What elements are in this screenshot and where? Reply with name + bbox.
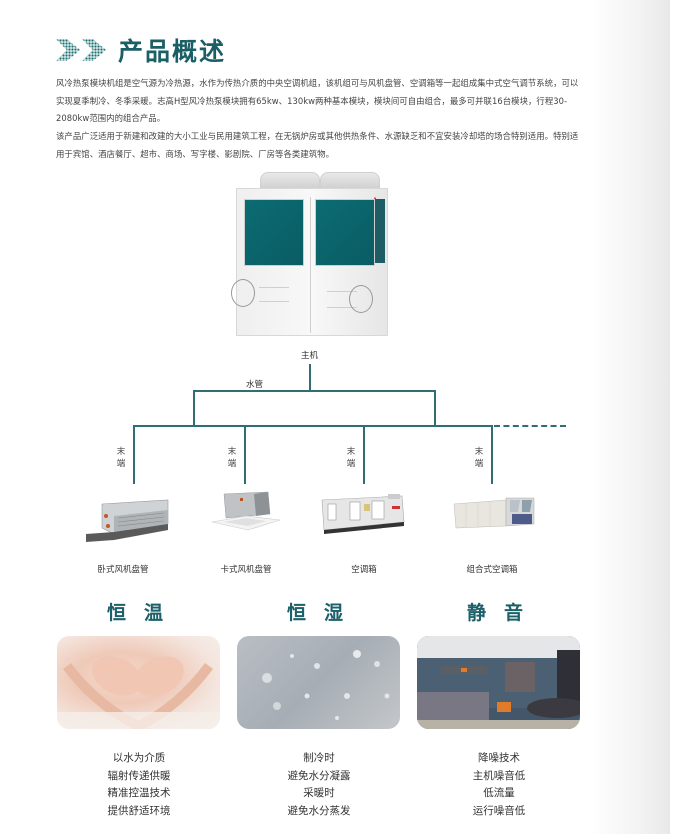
unit-body: ▲ xyxy=(231,188,388,336)
pipe-upper-left-drop xyxy=(193,390,195,427)
feature-description-1: 以水为介质 辐射传递供暖 精准控温技术 提供舒适环境 xyxy=(59,750,219,820)
feature-line: 降噪技术 xyxy=(478,752,520,764)
terminal-label-4: 末端 xyxy=(474,447,484,469)
panel-arc xyxy=(349,285,373,313)
terminal-drop-3 xyxy=(363,425,365,484)
terminal-drop-4 xyxy=(491,425,493,484)
coil-panel-right xyxy=(315,199,375,266)
intro-paragraph-2: 该产品广泛适用于新建和改建的大小工业与民用建筑工程，在无锅炉房或其他供热条件、水… xyxy=(56,131,579,159)
feature-description-2: 制冷时 避免水分凝露 采暖时 避免水分蒸发 xyxy=(239,750,399,820)
ducted-fan-coil-image xyxy=(86,499,169,542)
pipe-stem xyxy=(309,364,311,392)
feature-title-quiet: 静音 xyxy=(467,602,542,624)
cassette-fan-coil-image xyxy=(211,491,281,531)
intro-paragraph-1: 风冷热泵模块机组是空气源为冷热源，水作为传热介质的中央空调机组，该机组可与风机盘… xyxy=(56,78,579,123)
page-title: 产品概述 xyxy=(118,37,227,66)
terminal-caption-3: 空调箱 xyxy=(351,565,377,575)
pipe-upper-right-drop xyxy=(434,390,436,427)
terminal-label-3: 末端 xyxy=(346,447,356,469)
feature-line: 避免水分凝露 xyxy=(287,769,351,782)
feature-line: 制冷时 xyxy=(303,752,335,764)
baby-feet-hands-photo xyxy=(57,636,220,729)
combined-ahu-image xyxy=(453,497,535,529)
terminal-caption-2: 卡式风机盘管 xyxy=(220,565,272,575)
terminal-caption-4: 组合式空调箱 xyxy=(466,565,518,575)
pipe-lower xyxy=(133,425,493,427)
feature-line: 主机噪音低 xyxy=(472,769,526,782)
feature-line: 低流量 xyxy=(483,787,515,799)
coil-panel-side xyxy=(375,199,385,263)
air-handling-unit-image xyxy=(321,494,405,534)
coil-panel-left xyxy=(244,199,304,266)
main-unit-image: ▲ xyxy=(231,172,388,336)
terminal-drop-1 xyxy=(133,425,135,484)
pipe-extension-dashed xyxy=(494,425,566,427)
feature-line: 辐射传递供暖 xyxy=(107,769,171,782)
feature-title-constant-humidity: 恒湿 xyxy=(287,602,362,624)
feature-title-constant-temperature: 恒温 xyxy=(107,602,182,624)
water-droplets-photo xyxy=(237,636,400,729)
section-header: 产品概述 xyxy=(56,34,226,66)
feature-line: 采暖时 xyxy=(303,787,335,799)
feature-description-3: 降噪技术 主机噪音低 低流量 运行噪音低 xyxy=(419,750,579,820)
terminal-label-1: 末端 xyxy=(116,447,126,469)
terminal-drop-2 xyxy=(244,425,246,484)
terminal-label-2: 末端 xyxy=(227,447,237,469)
feature-line: 避免水分蒸发 xyxy=(287,804,351,817)
double-chevron-dotted-icon xyxy=(56,39,106,61)
bedroom-interior-photo xyxy=(417,636,580,729)
panel-arc xyxy=(231,279,255,307)
feature-line: 运行噪音低 xyxy=(472,804,526,817)
main-unit-label: 主机 xyxy=(301,351,319,361)
terminal-caption-1: 卧式风机盘管 xyxy=(97,565,149,575)
feature-line: 以水为介质 xyxy=(112,752,166,764)
water-pipe-label: 水管 xyxy=(246,380,264,390)
feature-line: 精准控温技术 xyxy=(107,787,171,799)
feature-line: 提供舒适环境 xyxy=(107,804,171,817)
pipe-upper xyxy=(193,390,436,392)
